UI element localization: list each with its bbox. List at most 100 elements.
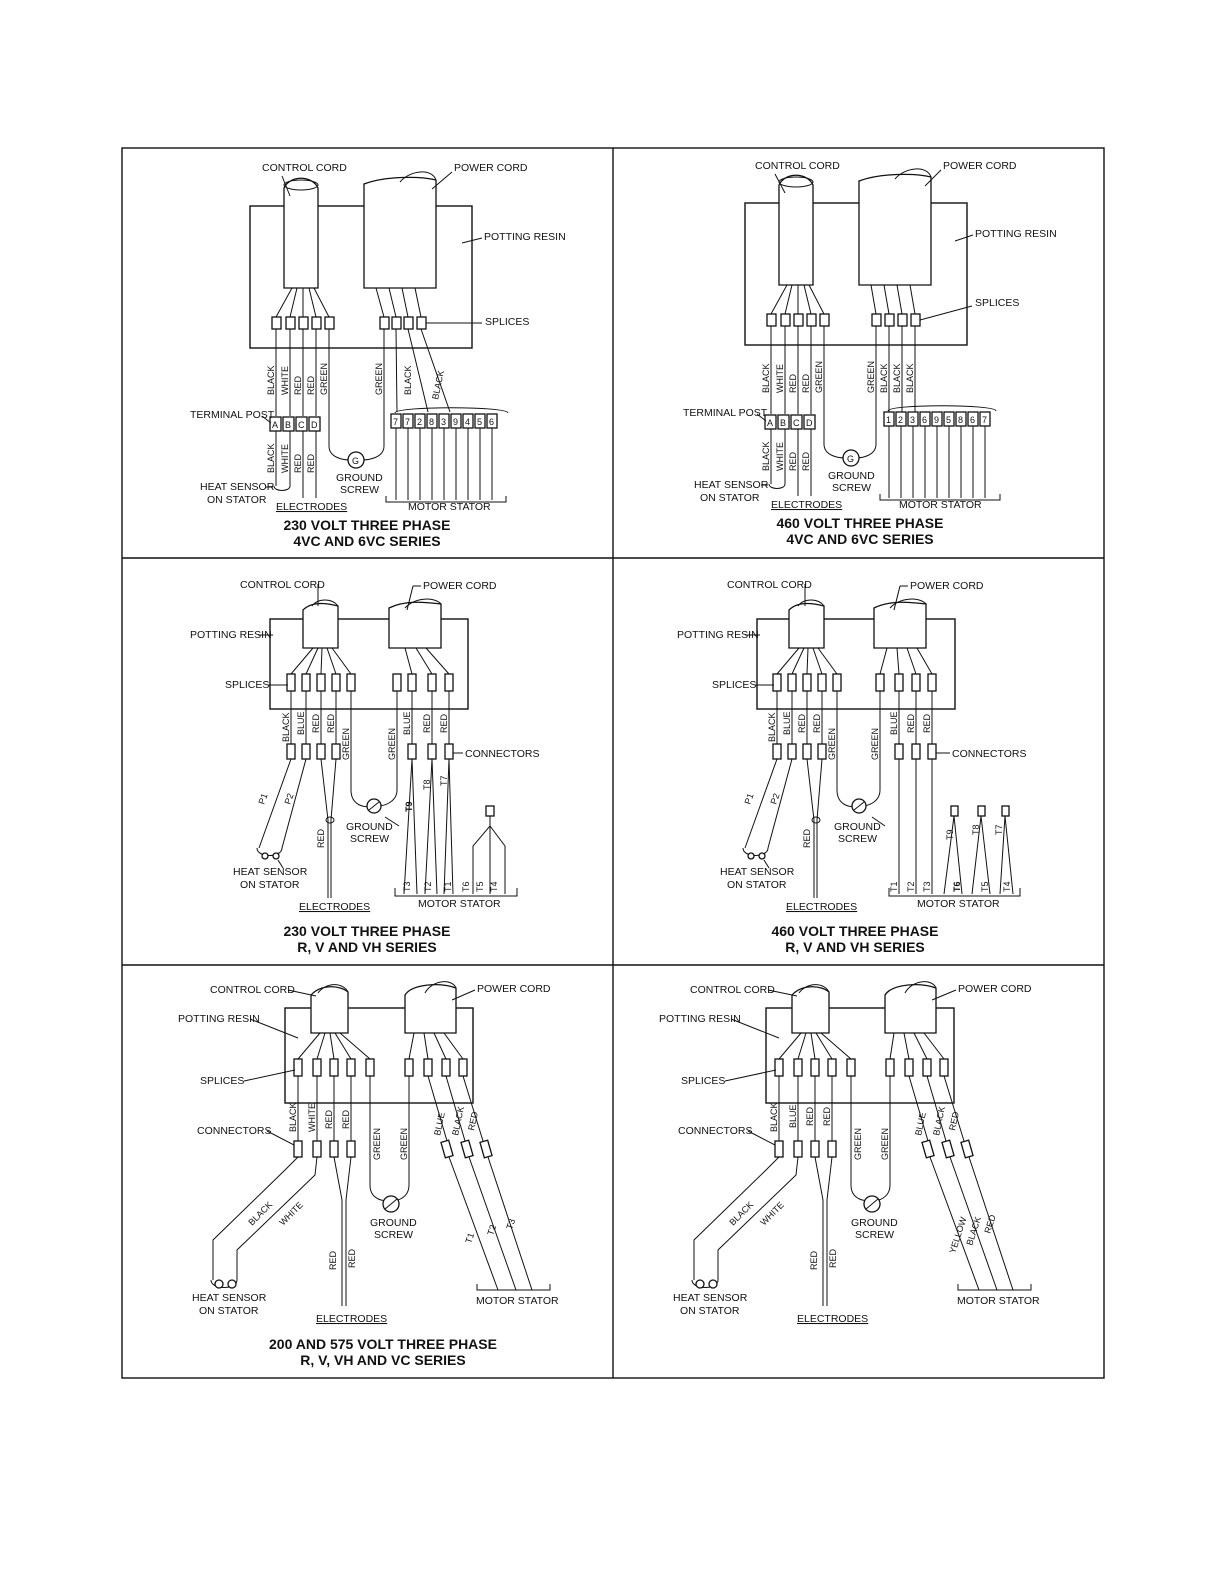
- potting-resin-label: POTTING RESIN: [975, 228, 1057, 240]
- svg-text:T2: T2: [423, 881, 433, 892]
- panel-title: 230 VOLT THREE PHASE: [283, 923, 450, 939]
- svg-text:RED: RED: [788, 373, 798, 393]
- svg-text:BLUE: BLUE: [889, 711, 899, 735]
- motor-stator-label: MOTOR STATOR: [476, 1295, 559, 1307]
- svg-text:GREEN: GREEN: [827, 728, 837, 760]
- panel-subtitle: 4VC AND 6VC SERIES: [293, 533, 440, 549]
- svg-text:GREEN: GREEN: [341, 728, 351, 760]
- svg-text:BLACK: BLACK: [403, 365, 413, 395]
- svg-text:RED: RED: [922, 713, 932, 733]
- potting-resin-label: POTTING RESIN: [677, 629, 759, 641]
- ground-screw-label: GROUND: [851, 1217, 898, 1229]
- svg-text:RED: RED: [797, 713, 807, 733]
- splices: [772, 673, 937, 692]
- electrodes-label: ELECTRODES: [316, 1313, 387, 1325]
- svg-text:SCREW: SCREW: [838, 833, 877, 845]
- svg-text:D: D: [806, 418, 813, 428]
- connectors: [774, 1139, 974, 1159]
- svg-text:T9: T9: [945, 829, 955, 840]
- svg-text:T2: T2: [906, 881, 916, 892]
- svg-text:ON STATOR: ON STATOR: [680, 1305, 740, 1317]
- svg-text:WHITE: WHITE: [775, 442, 785, 471]
- svg-text:RED: RED: [306, 375, 316, 395]
- electrodes-label: ELECTRODES: [299, 901, 370, 913]
- power-cord-label: POWER CORD: [477, 983, 551, 995]
- electrodes-label: ELECTRODES: [797, 1313, 868, 1325]
- svg-text:6: 6: [970, 415, 975, 425]
- potting-resin-label: POTTING RESIN: [178, 1013, 260, 1025]
- svg-text:RED: RED: [439, 713, 449, 733]
- svg-text:GREEN: GREEN: [814, 361, 824, 393]
- panel-grid: [121, 147, 1105, 1379]
- svg-text:BLACK: BLACK: [905, 363, 915, 393]
- svg-text:RED: RED: [812, 713, 822, 733]
- svg-text:ON STATOR: ON STATOR: [700, 492, 760, 504]
- potting-resin-block: [765, 1007, 955, 1104]
- svg-text:9: 9: [934, 415, 939, 425]
- svg-text:9: 9: [453, 417, 458, 427]
- svg-text:SCREW: SCREW: [374, 1229, 413, 1241]
- motor-stator-label: MOTOR STATOR: [917, 898, 1000, 910]
- svg-text:RED: RED: [809, 1250, 819, 1270]
- panel-subtitle: R, V AND VH SERIES: [297, 939, 437, 955]
- svg-text:6: 6: [489, 417, 494, 427]
- svg-text:BLACK: BLACK: [761, 441, 771, 471]
- stator-terminals: 7 7 2 8 3 9 4 5 6: [385, 407, 509, 503]
- svg-text:T9: T9: [404, 801, 414, 812]
- svg-text:RED: RED: [311, 713, 321, 733]
- motor-stator-label: MOTOR STATOR: [899, 499, 982, 511]
- svg-text:T6: T6: [952, 881, 962, 892]
- potting-resin-label: POTTING RESIN: [484, 231, 566, 243]
- svg-text:7: 7: [393, 417, 398, 427]
- svg-text:C: C: [298, 420, 305, 430]
- panel-subtitle: R, V, VH AND VC SERIES: [300, 1352, 465, 1368]
- svg-text:BLACK: BLACK: [767, 712, 777, 742]
- svg-text:8: 8: [958, 415, 963, 425]
- splices-label: SPLICES: [712, 679, 756, 691]
- svg-text:GREEN: GREEN: [372, 1128, 382, 1160]
- svg-text:BLACK: BLACK: [769, 1102, 779, 1132]
- svg-text:BLACK: BLACK: [879, 363, 889, 393]
- heat-sensor-label: HEAT SENSOR: [694, 479, 769, 491]
- potting-resin-block: [756, 618, 956, 710]
- svg-text:B: B: [780, 418, 786, 428]
- svg-text:ON STATOR: ON STATOR: [727, 879, 787, 891]
- power-cord-label: POWER CORD: [958, 983, 1032, 995]
- upper-wire-labels: BLACK BLUE RED RED GREEN GREEN BLUE BLAC…: [769, 1102, 961, 1160]
- svg-text:T2: T2: [485, 1224, 498, 1237]
- svg-text:T1: T1: [889, 881, 899, 892]
- svg-text:BLACK: BLACK: [266, 365, 276, 395]
- svg-text:3: 3: [910, 415, 915, 425]
- svg-text:BLACK: BLACK: [931, 1105, 947, 1136]
- power-cord: [404, 981, 457, 1034]
- svg-text:BLACK: BLACK: [430, 369, 446, 400]
- ground-screw-icon: [863, 1195, 881, 1213]
- splices: [271, 316, 427, 330]
- ground-screw-icon: G: [347, 451, 365, 469]
- svg-text:RED: RED: [788, 451, 798, 471]
- electrodes-label: ELECTRODES: [276, 501, 347, 513]
- panel-200-575v-variant: CONTROL CORD POWER CORD POTTING RESIN SP…: [659, 981, 1040, 1325]
- heat-sensor-label: HEAT SENSOR: [192, 1292, 267, 1304]
- upper-wire-labels: BLACK WHITE RED RED GREEN GREEN BLACK BL…: [266, 363, 446, 400]
- electrodes-label: ELECTRODES: [786, 901, 857, 913]
- svg-text:RED: RED: [422, 713, 432, 733]
- panel-460v-4vc-6vc: CONTROL CORD POWER CORD POTTING RESIN SP…: [683, 160, 1057, 547]
- svg-text:RED: RED: [328, 1250, 338, 1270]
- splices: [774, 1058, 949, 1077]
- splices: [286, 673, 454, 692]
- svg-text:ON STATOR: ON STATOR: [240, 879, 300, 891]
- motor-stator-label: MOTOR STATOR: [957, 1295, 1040, 1307]
- heat-sensor-label: HEAT SENSOR: [720, 866, 795, 878]
- svg-text:RED: RED: [802, 828, 812, 848]
- connectors-label: CONNECTORS: [197, 1125, 271, 1137]
- control-cord: [310, 984, 349, 1034]
- svg-text:A: A: [767, 418, 773, 428]
- control-cord-label: CONTROL CORD: [240, 579, 325, 591]
- control-cord: [778, 174, 814, 286]
- ground-screw-icon: [366, 798, 382, 814]
- svg-text:T4: T4: [489, 881, 499, 892]
- svg-text:WHITE: WHITE: [307, 1103, 317, 1132]
- svg-text:BLUE: BLUE: [432, 1111, 447, 1136]
